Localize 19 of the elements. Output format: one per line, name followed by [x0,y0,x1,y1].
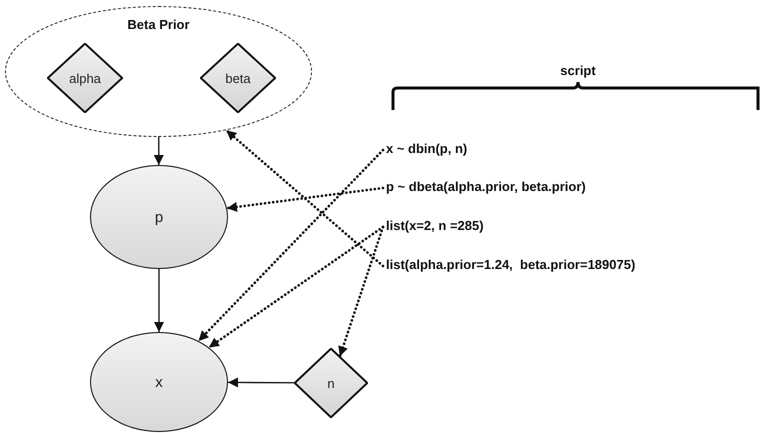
code-line: list(alpha.prior=1.24, beta.prior=189075) [386,254,758,274]
diamond-node: n [294,348,368,418]
arrow [228,377,294,388]
diamond-node: beta [200,43,276,113]
code-line: p ~ dbeta(alpha.prior, beta.prior) [386,176,716,196]
dotted-arrow [338,226,384,358]
arrow [154,269,164,332]
ellipse-node: p [90,165,228,269]
group-title: Beta Prior [127,17,190,32]
dashed-ellipse-group [5,6,312,137]
arrow [154,137,164,165]
bracket-label: script [559,63,597,78]
dotted-arrow [225,128,384,268]
dotted-arrow [226,186,384,212]
ellipse-node: x [90,332,228,432]
code-line: list(x=2, n =285) [386,215,586,235]
dotted-arrow [197,148,384,342]
code-line: x ~ dbin(p, n) [386,138,536,158]
diamond-node: alpha [47,43,123,113]
